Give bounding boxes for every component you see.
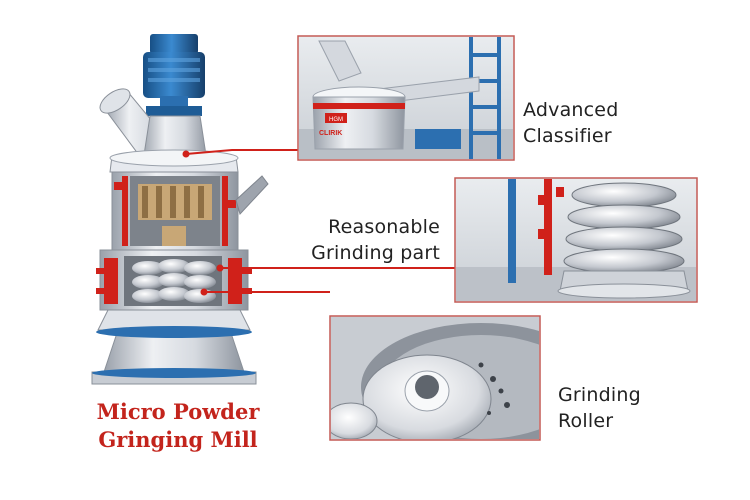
main-title-line2: Gringing Mill [98,427,258,452]
mill-base [91,309,257,385]
inset-grinding-roller [329,315,541,441]
connector-classifier [185,149,298,155]
callout-grinding-part-line2: Grinding part [311,242,440,264]
inset-grinding-part [454,177,698,303]
inset-classifier: HGM CLIRIK [297,35,515,161]
inset-logo-clirik: CLIRIK [319,130,342,137]
callout-classifier-label: Advanced Classifier [523,97,618,149]
main-title: Micro Powder Gringing Mill [78,398,278,454]
connector-classifier-dot [182,150,190,158]
callout-grinding-roller-label: Grinding Roller [558,382,641,434]
callout-grinding-roller-line1: Grinding [558,384,641,406]
callout-connectors [182,149,455,296]
motor [143,34,205,116]
callout-classifier-line2: Classifier [523,125,612,147]
callout-classifier-line1: Advanced [523,99,619,121]
mill-body-upper [111,171,269,251]
inset-logo-badge [325,113,347,123]
classifier-housing [109,149,239,173]
main-title-line1: Micro Powder [96,399,260,424]
callout-grinding-roller-line2: Roller [558,410,614,432]
callout-grinding-part-line1: Reasonable [328,216,440,238]
inset-logo-hgm: HGM [329,117,343,123]
callout-grinding-part-label: Reasonable Grinding part [280,214,440,266]
grinding-zone [96,249,252,311]
mill-illustration [91,34,269,385]
